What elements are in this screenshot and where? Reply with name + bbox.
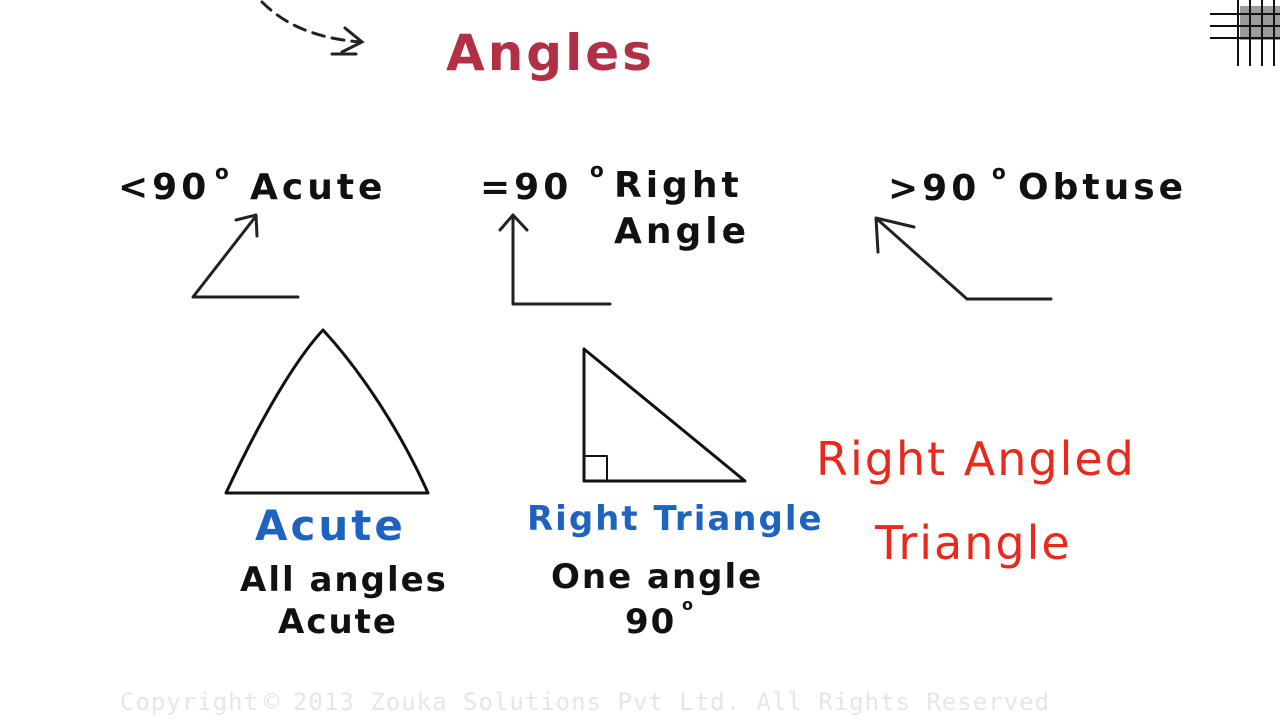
- right-angle-name-line2: Angle: [614, 211, 751, 252]
- page-title: Angles: [446, 24, 655, 82]
- obtuse-angle-drawing: [874, 216, 1053, 301]
- right-angle-name-line1: Right: [614, 165, 743, 206]
- right-triangle-label: Right Triangle: [527, 499, 824, 539]
- acute-angle-name: Acute: [250, 167, 387, 208]
- acute-triangle-label: Acute: [255, 501, 406, 550]
- grid-logo-icon: [1210, 0, 1280, 66]
- note-line2: Triangle: [875, 516, 1072, 570]
- acute-angle-symbol: <90: [118, 167, 211, 208]
- note-line1: Right Angled: [816, 432, 1136, 486]
- acute-degree-mark: o: [215, 160, 229, 184]
- copyright-symbol-icon: ©: [263, 687, 281, 717]
- obtuse-degree-mark: o: [992, 160, 1006, 184]
- right-triangle-desc-degree-mark: o: [682, 595, 693, 614]
- right-triangle-shape: [582, 347, 747, 483]
- copyright-word: Copyright: [120, 688, 260, 716]
- acute-angle-drawing: [191, 213, 300, 299]
- obtuse-angle-symbol: >90: [888, 168, 981, 209]
- copyright-rest: 2013 Zouka Solutions Pvt Ltd. All Rights…: [293, 688, 1051, 716]
- right-angle-symbol: =90: [480, 167, 573, 208]
- right-degree-mark: o: [590, 158, 604, 182]
- acute-triangle-shape: [224, 328, 430, 495]
- right-triangle-desc-line2: 90: [625, 602, 677, 642]
- dashed-arrow-icon: [260, 0, 365, 56]
- acute-triangle-desc-line2: Acute: [278, 602, 398, 642]
- right-angle-drawing: [498, 213, 612, 306]
- acute-triangle-desc-line1: All angles: [240, 560, 448, 600]
- obtuse-angle-name: Obtuse: [1018, 167, 1188, 208]
- copyright-watermark: Copyright© 2013 Zouka Solutions Pvt Ltd. …: [120, 689, 1050, 715]
- right-triangle-desc-line1: One angle: [551, 557, 764, 597]
